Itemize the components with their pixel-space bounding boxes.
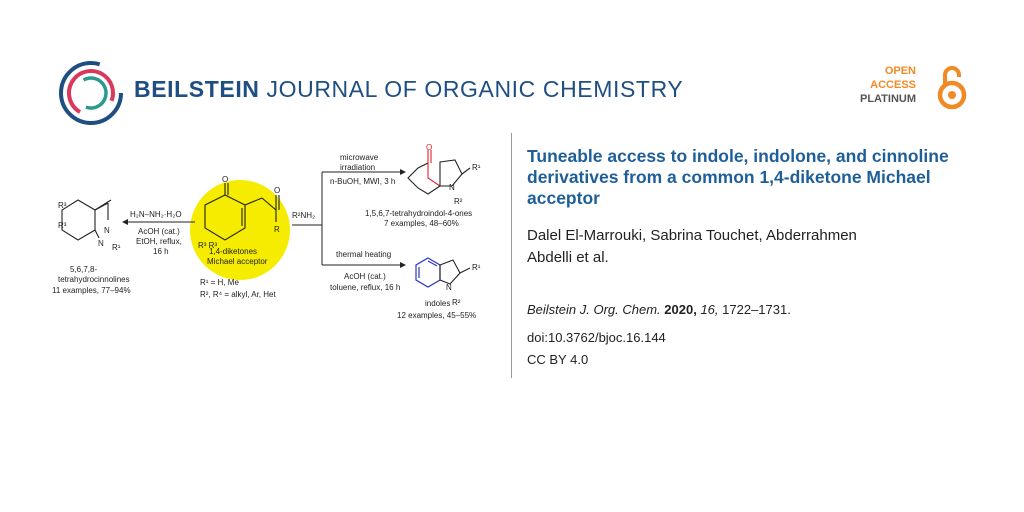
svg-text:R³: R³ (58, 201, 67, 210)
svg-text:R¹: R¹ (112, 243, 121, 252)
substituent-1: R¹ = H, Me (200, 278, 239, 287)
left-cond-1: AcOH (cat.) (138, 227, 180, 236)
journal-logo-icon (59, 61, 123, 125)
amine-reagent: R²NH₂ (292, 211, 315, 220)
article-title[interactable]: Tuneable access to indole, indolone, and… (527, 146, 949, 208)
svg-text:N: N (449, 183, 455, 192)
top-product-2: 7 examples, 48–60% (384, 219, 459, 228)
svg-text:R¹: R¹ (472, 163, 481, 172)
left-cond-2: EtOH, reflux, (136, 237, 182, 246)
highlight-circle (190, 180, 290, 280)
center-r1: R (274, 225, 280, 234)
svg-text:R³: R³ (58, 221, 67, 230)
left-reagent: H₂N–NH₂·H₂O (130, 210, 182, 219)
svg-text:R²: R² (452, 298, 461, 307)
top-cond-3: n-BuOH, MWI, 3 h (330, 177, 395, 186)
left-product-3: 11 examples, 77–94% (52, 286, 131, 295)
indolone-structure (407, 150, 471, 195)
journal-name: BEILSTEIN JOURNAL OF ORGANIC CHEMISTRY (134, 76, 684, 102)
svg-text:R²: R² (454, 197, 463, 206)
bottom-cond-1: thermal heating (336, 250, 391, 259)
article-license: CC BY 4.0 (527, 352, 589, 367)
svg-text:N: N (98, 239, 104, 248)
bottom-cond-2: AcOH (cat.) (344, 272, 386, 281)
cinnoline-structure (61, 199, 112, 241)
top-cond-2: irradiation (340, 163, 375, 172)
article-doi[interactable]: doi:10.3762/bjoc.16.144 (527, 330, 666, 345)
bottom-cond-3: toluene, reflux, 16 h (330, 283, 400, 292)
center-label-2: Michael acceptor (207, 257, 268, 266)
bottom-product-1: indoles (425, 299, 450, 308)
svg-text:R¹: R¹ (472, 263, 481, 272)
open-lock-icon (937, 66, 967, 110)
divider (511, 133, 512, 378)
svg-text:R³ R³: R³ R³ (198, 241, 217, 250)
svg-text:N: N (104, 226, 110, 235)
top-product-1: 1,5,6,7-tetrahydroindol-4-ones (365, 209, 472, 218)
bottom-product-2: 12 examples, 45–55% (397, 311, 476, 320)
substituent-2: R², R⁴ = alkyl, Ar, Het (200, 290, 276, 299)
left-product-2: tetrahydrocinnolines (58, 275, 130, 284)
diketone-structure (204, 183, 280, 241)
top-cond-1: microwave (340, 153, 379, 162)
indole-structure (415, 257, 441, 288)
svg-text:O: O (274, 186, 280, 195)
left-product-1: 5,6,7,8- (70, 265, 97, 274)
article-authors: Dalel El-Marrouki, Sabrina Touchet, Abde… (527, 227, 857, 266)
svg-text:N: N (446, 283, 452, 292)
left-cond-3: 16 h (153, 247, 169, 256)
center-label-1: 1,4-diketones (209, 247, 257, 256)
reaction-scheme: O O R R³ R³ 1,4-diketones Michael accept… (52, 143, 481, 320)
svg-text:O: O (426, 143, 432, 152)
article-citation: Beilstein J. Org. Chem. 2020, 16, 1722–1… (527, 302, 791, 317)
open-access-badge: OPEN ACCESS PLATINUM (860, 65, 917, 105)
svg-text:O: O (222, 175, 228, 184)
